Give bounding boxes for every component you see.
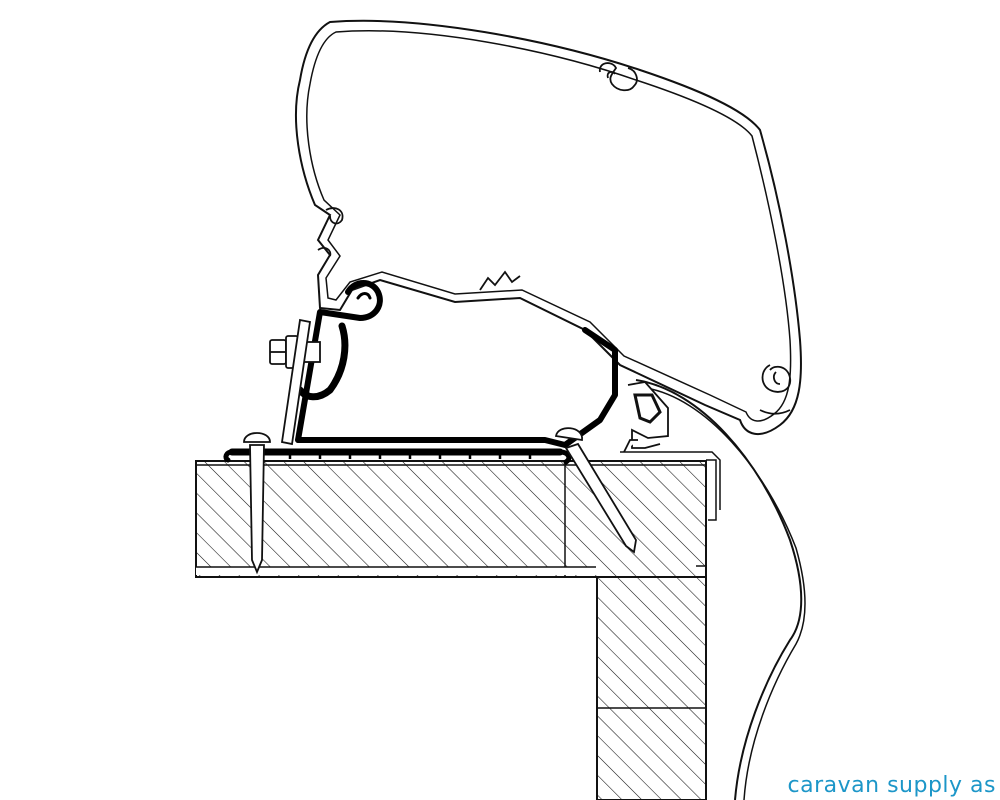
end-cap-profile xyxy=(623,381,669,453)
cassette-hooks xyxy=(317,62,792,415)
outer-wall-skin xyxy=(635,379,803,800)
brand-watermark: caravan supply as xyxy=(787,773,996,798)
wall-panel xyxy=(596,576,707,800)
corner-trim xyxy=(620,451,721,578)
left-screw xyxy=(243,432,271,575)
awning-cassette xyxy=(295,19,802,435)
roof-board xyxy=(195,460,707,578)
right-screw xyxy=(554,427,637,554)
adapter-rail xyxy=(223,280,618,465)
left-bracket-plate xyxy=(280,318,312,446)
